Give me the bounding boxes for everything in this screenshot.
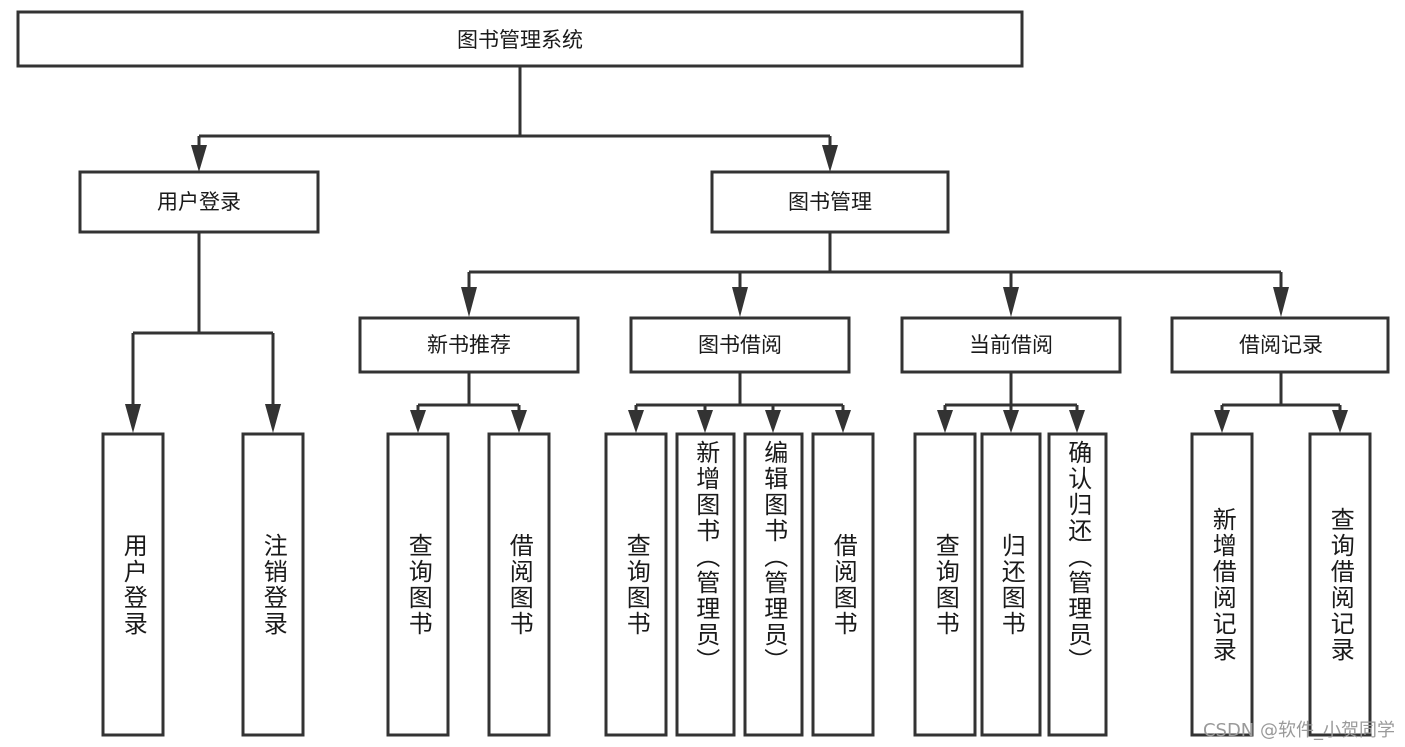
arrow-head-leaf-query-book-2 [628,410,644,433]
leaf-label-wrap-query-book-2: 查询图书 [606,434,666,735]
node-book-borrow-label: 图书借阅 [698,333,782,357]
leaf-label-query-record: 查询借阅记录 [1326,506,1355,663]
node-leaf-borrow-book-1[interactable] [487,432,551,737]
arrow-head-new-book-recommend [461,287,477,317]
arrow-head-user-login [191,145,207,172]
node-leaf-add-book[interactable] [675,432,736,737]
node-leaf-query-record[interactable] [1308,432,1372,737]
node-user-login-label: 用户登录 [157,190,241,214]
leaf-label-wrap-confirm-return: 确认归还（管理员） [1049,440,1106,735]
leaf-label-wrap-edit-book: 编辑图书（管理员） [745,440,802,735]
leaf-label-wrap-user-login: 用户登录 [103,434,163,735]
arrow-head-leaf-user-logout [265,404,281,433]
node-leaf-query-book-1[interactable] [386,432,450,737]
node-borrow-record[interactable] [1170,316,1390,374]
leaf-label-wrap-query-book-1: 查询图书 [388,434,448,735]
leaf-label-borrow-book-2: 借阅图书 [829,532,858,637]
arrow-head-leaf-add-book [697,410,713,433]
leaf-label-user-login: 用户登录 [119,532,148,637]
arrow-head-current-borrow [1003,287,1019,317]
leaf-label-wrap-user-logout: 注销登录 [243,434,303,735]
arrow-head-leaf-return-book [1003,410,1019,433]
leaf-label-wrap-return-book: 归还图书 [982,434,1040,735]
leaf-label-user-logout: 注销登录 [259,532,288,637]
leaf-label-borrow-book-1: 借阅图书 [505,532,534,637]
leaf-label-add-record: 新增借阅记录 [1208,506,1237,663]
leaf-label-query-book-1: 查询图书 [404,532,433,637]
leaf-label-query-book-3: 查询图书 [931,532,960,637]
node-new-book-recommend-label: 新书推荐 [427,333,511,357]
connector-layer [125,66,1348,433]
leaf-label-wrap-query-record: 查询借阅记录 [1310,434,1370,735]
leaf-label-edit-book: 编辑图书（管理员） [759,440,788,674]
leaf-label-confirm-return: 确认归还（管理员） [1063,440,1092,674]
arrow-head-leaf-query-book-3 [937,410,953,433]
leaf-label-wrap-add-record: 新增借阅记录 [1192,434,1252,735]
arrow-head-book-borrow [732,287,748,317]
node-book-management[interactable] [710,170,950,234]
arrow-head-leaf-confirm-return [1069,410,1085,433]
node-borrow-record-label: 借阅记录 [1239,333,1323,357]
arrow-head-leaf-query-book-1 [410,410,426,433]
node-leaf-confirm-return[interactable] [1047,432,1108,737]
leaf-label-return-book: 归还图书 [997,532,1026,637]
arrow-head-leaf-borrow-book-2 [835,410,851,433]
node-leaf-edit-book[interactable] [743,432,804,737]
node-user-login[interactable] [78,170,320,234]
node-leaf-add-record[interactable] [1190,432,1254,737]
node-leaf-return-book[interactable] [980,432,1042,737]
node-current-borrow[interactable] [900,316,1122,374]
node-book-borrow[interactable] [629,316,851,374]
node-leaf-user-login[interactable] [101,432,165,737]
arrow-head-leaf-user-login [125,404,141,433]
node-current-borrow-label: 当前借阅 [969,333,1053,357]
watermark: CSDN @软件_小贺同学 [1202,720,1395,741]
leaf-label-query-book-2: 查询图书 [622,532,651,637]
arrow-head-leaf-borrow-book-1 [511,410,527,433]
node-root[interactable] [16,10,1024,68]
leaf-label-wrap-borrow-book-1: 借阅图书 [489,434,549,735]
leaf-label-wrap-borrow-book-2: 借阅图书 [813,434,873,735]
node-leaf-user-logout[interactable] [241,432,305,737]
arrow-head-leaf-add-record [1214,410,1230,433]
node-layer: 图书管理系统 用户登录 图书管理 新书推荐 图书借阅 当前借阅 借阅记录 [16,10,1390,737]
node-leaf-query-book-2[interactable] [604,432,668,737]
leaf-label-add-book: 新增图书（管理员） [691,440,720,674]
node-leaf-query-book-3[interactable] [913,432,977,737]
arrow-head-book-management [822,145,838,172]
leaf-label-wrap-add-book: 新增图书（管理员） [677,440,734,735]
leaf-label-wrap-query-book-3: 查询图书 [915,434,975,735]
arrow-head-leaf-query-record [1332,410,1348,433]
arrow-head-borrow-record [1273,287,1289,317]
arrow-head-leaf-edit-book [765,410,781,433]
node-root-label: 图书管理系统 [457,28,583,52]
node-book-management-label: 图书管理 [788,190,872,214]
node-leaf-borrow-book-2[interactable] [811,432,875,737]
node-new-book-recommend[interactable] [358,316,580,374]
